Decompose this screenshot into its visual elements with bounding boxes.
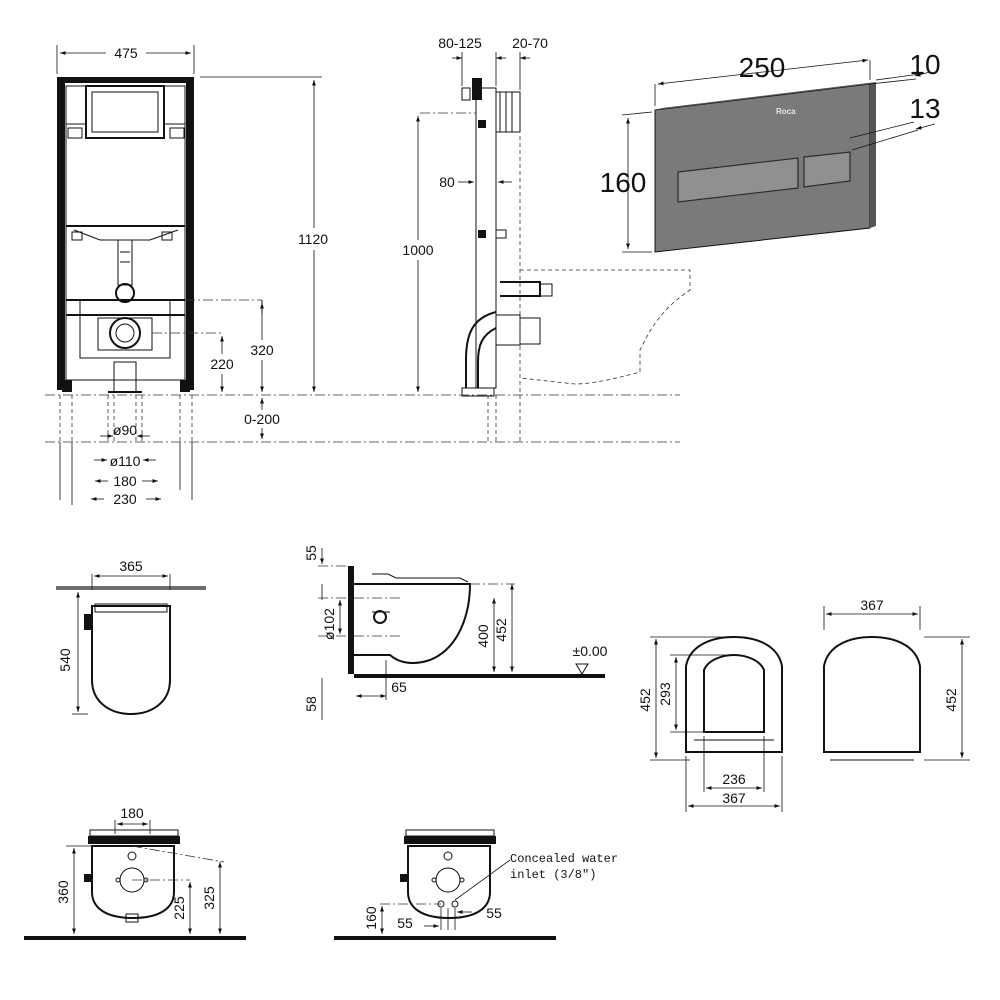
dim-wc-width: 365 xyxy=(119,558,143,574)
wc-back-view: 180 360 225 325 xyxy=(24,805,246,940)
dim-frame-height: 1120 xyxy=(298,231,328,247)
dim-back-height: 360 xyxy=(55,880,71,904)
dim-outlet-height: 320 xyxy=(250,342,274,358)
frame-side-view xyxy=(420,78,691,442)
dim-back-inlet: 225 xyxy=(171,896,187,920)
flush-plate-brand: Roca xyxy=(776,107,796,116)
dim-wc-side-height: 400 xyxy=(475,624,491,648)
note-inlet-line2: inlet (3/8") xyxy=(510,868,596,882)
dim-seat-outer-width: 367 xyxy=(722,790,746,806)
dim-plate-width: 250 xyxy=(739,52,786,83)
dim-seat-inner-width: 236 xyxy=(722,771,746,787)
dim-pipe-90: ø90 xyxy=(113,422,137,438)
dim-plate-thickness: 10 xyxy=(909,49,940,80)
wc-seat-view: 236 367 452 293 xyxy=(637,635,783,812)
note-inlet-line1: Concealed water xyxy=(510,852,618,866)
dim-side-offset: 80 xyxy=(439,174,455,190)
frame-front-view xyxy=(57,77,263,442)
wc-top-view: 365 540 xyxy=(56,558,206,716)
dim-wc-top-clearance: 55 xyxy=(303,545,319,561)
dim-plate-height: 160 xyxy=(600,167,647,198)
label-floor-level: ±0.00 xyxy=(573,643,608,659)
dim-wc-length: 540 xyxy=(57,648,73,672)
dim-wc-side-total: 452 xyxy=(493,618,509,642)
dim-seat-inner-length: 293 xyxy=(657,682,673,706)
dim-supply-height: 220 xyxy=(210,356,234,372)
dim-feet-180: 180 xyxy=(113,473,137,489)
dim-inlet-left: 55 xyxy=(397,915,413,931)
dim-seat-outer-length: 452 xyxy=(637,688,653,712)
wc-side-view: 452 400 55 ø102 65 58 ±0.00 xyxy=(303,545,608,720)
dim-feet-230: 230 xyxy=(113,491,137,507)
dim-wall-range: 20-70 xyxy=(512,35,548,51)
dim-frame-width: 475 xyxy=(114,45,138,61)
dim-inlet-height: 160 xyxy=(363,906,379,930)
wc-lid-view: 367 452 xyxy=(823,597,970,761)
dim-floor-range: 0-200 xyxy=(244,411,280,427)
flush-button-full xyxy=(803,151,851,188)
flush-button-half xyxy=(677,157,799,203)
dim-lid-width: 367 xyxy=(860,597,884,613)
dim-pipe-110: ø110 xyxy=(110,453,141,469)
frame-side-dimensions: 80-125 20-70 80 1000 xyxy=(394,35,548,392)
dim-wc-side-offset: 65 xyxy=(391,679,407,695)
dim-inlet-right: 55 xyxy=(486,905,502,921)
flush-plate-view: Roca xyxy=(654,82,876,253)
dim-button-depth: 13 xyxy=(909,93,940,124)
dim-wc-floor-depth: 58 xyxy=(303,696,319,712)
frame-front-dimensions: 475 1120 320 220 0-200 ø90 ø110 180 230 xyxy=(56,43,336,507)
floor-reference-lines xyxy=(45,394,680,443)
dim-lid-length: 452 xyxy=(943,688,959,712)
flush-plate-dimensions: 250 160 10 13 xyxy=(600,49,941,253)
wc-inlet-view: 160 55 55 Concealed water inlet (3/8") xyxy=(334,829,618,940)
dim-back-top: 325 xyxy=(201,886,217,910)
dim-back-width: 180 xyxy=(120,805,144,821)
dim-depth-range: 80-125 xyxy=(438,35,482,51)
dim-wc-pipe: ø102 xyxy=(321,608,337,640)
dim-side-height: 1000 xyxy=(402,242,433,258)
